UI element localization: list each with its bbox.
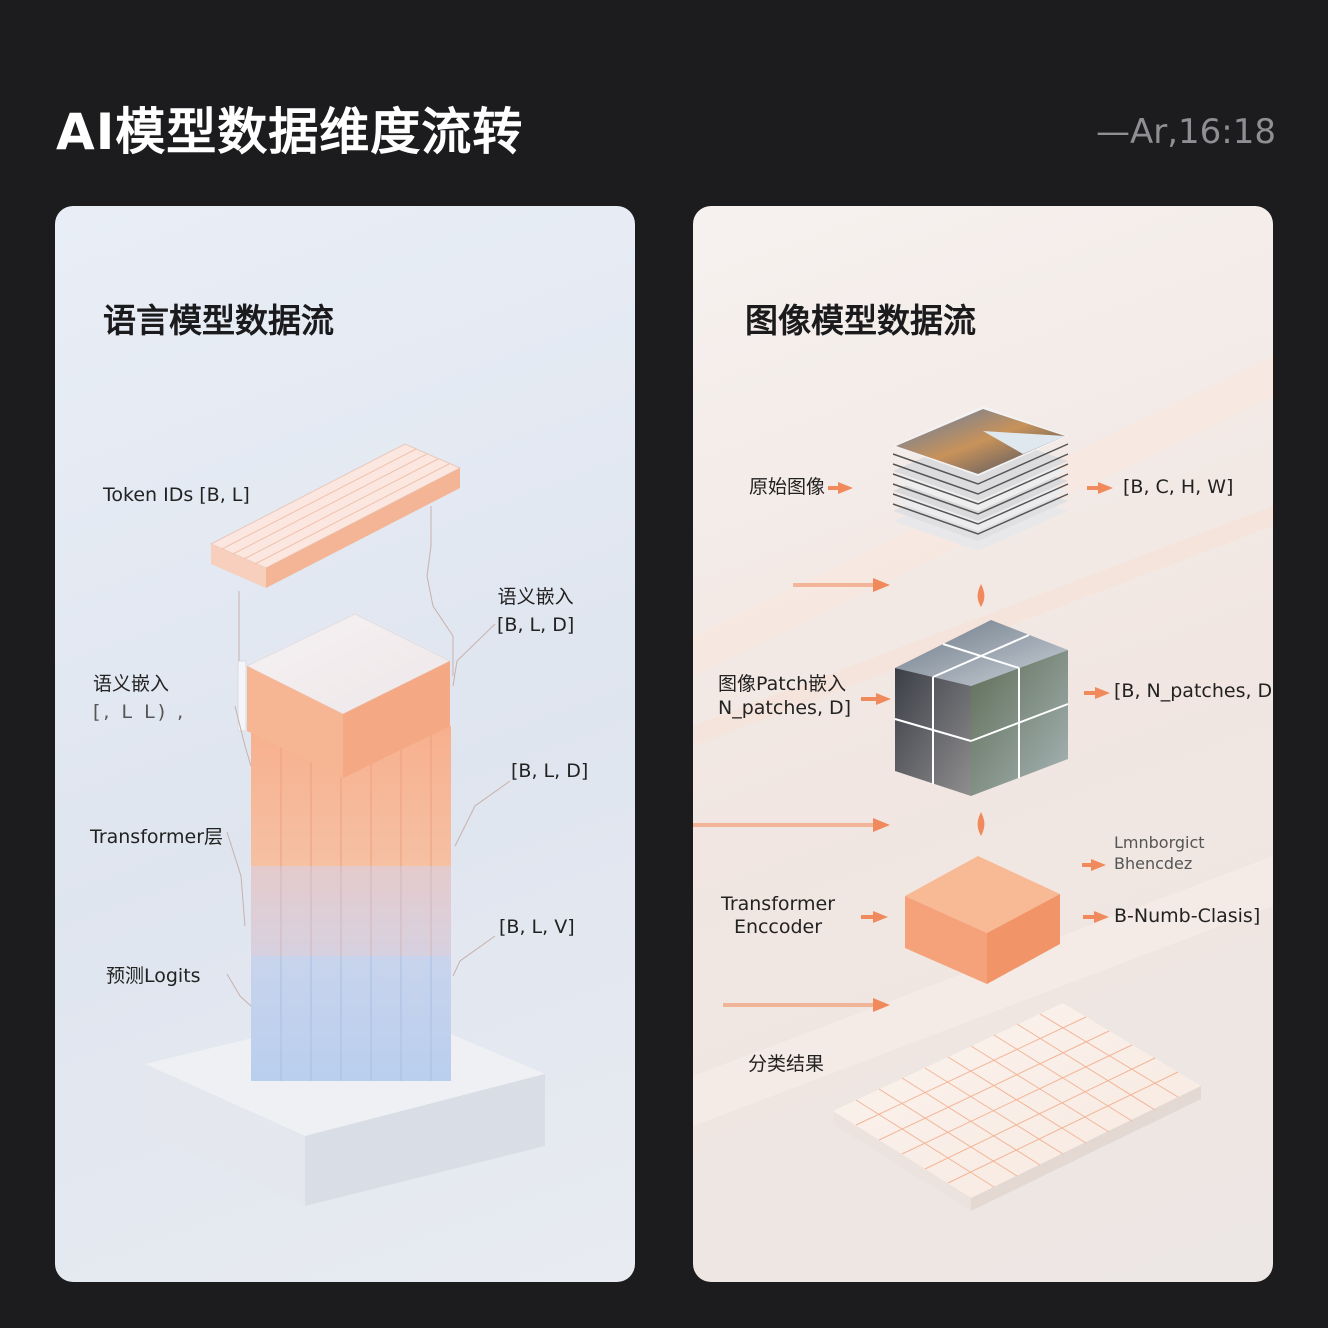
side-support [237, 660, 247, 732]
connector-lines [226, 506, 511, 1007]
blv-shape-label: [B, L, V] [499, 916, 575, 938]
blurred-encoder-label: Lmnborgict Bhencdez [1114, 833, 1205, 873]
image-model-diagram [693, 356, 1273, 1211]
bld-shape-label: [B, L, D] [511, 760, 589, 782]
embedding-cube [245, 613, 452, 778]
image-panel-title: 图像模型数据流 [745, 301, 976, 340]
semantic-embed-right-label: 语义嵌入 [B, L, D] [497, 586, 575, 636]
token-ids-block [209, 443, 462, 588]
embedding-layer [251, 726, 451, 866]
encoder-cube [905, 856, 1060, 984]
raw-image-stack [892, 406, 1069, 551]
language-model-diagram [145, 443, 545, 1206]
raw-image-label: 原始图像 [749, 476, 826, 498]
patch-cube [894, 620, 1069, 796]
semantic-embed-left-label: 语义嵌入 [, L L) , [93, 673, 187, 723]
language-panel-title: 语言模型数据流 [103, 301, 334, 340]
transformer-layer [251, 856, 451, 956]
bchw-shape-label: [B, C, H, W] [1123, 476, 1234, 498]
aspect-ratio-note: —Ar,16:18 [1095, 112, 1276, 152]
logits-label: 预测Logits [106, 965, 201, 987]
classes-shape-label: B-Numb-Clasis] [1114, 905, 1261, 927]
transformer-layer-label: Transformer层 [90, 826, 224, 848]
patch-shape-label: [B, N_patches, D] [1114, 680, 1273, 702]
flow-arrows [693, 482, 1113, 1012]
page-title: AI模型数据维度流转 [56, 103, 524, 161]
result-grid [833, 1003, 1201, 1211]
transformer-encoder-label: Transformer Enccoder [721, 893, 836, 938]
token-ids-label: Token IDs [B, L] [103, 484, 250, 506]
language-model-panel: 语言模型数据流 Token IDs [B, L] 语义嵌入 [B, L, D] … [55, 206, 635, 1282]
patch-embed-label: 图像Patch嵌入 N_patches, D] [718, 673, 852, 719]
classification-result-label: 分类结果 [748, 1053, 825, 1075]
logits-layer [251, 941, 451, 1081]
image-model-panel: 图像模型数据流 原始图像 [B, C, H, W] 图像Patch嵌入 N_pa… [693, 206, 1273, 1282]
